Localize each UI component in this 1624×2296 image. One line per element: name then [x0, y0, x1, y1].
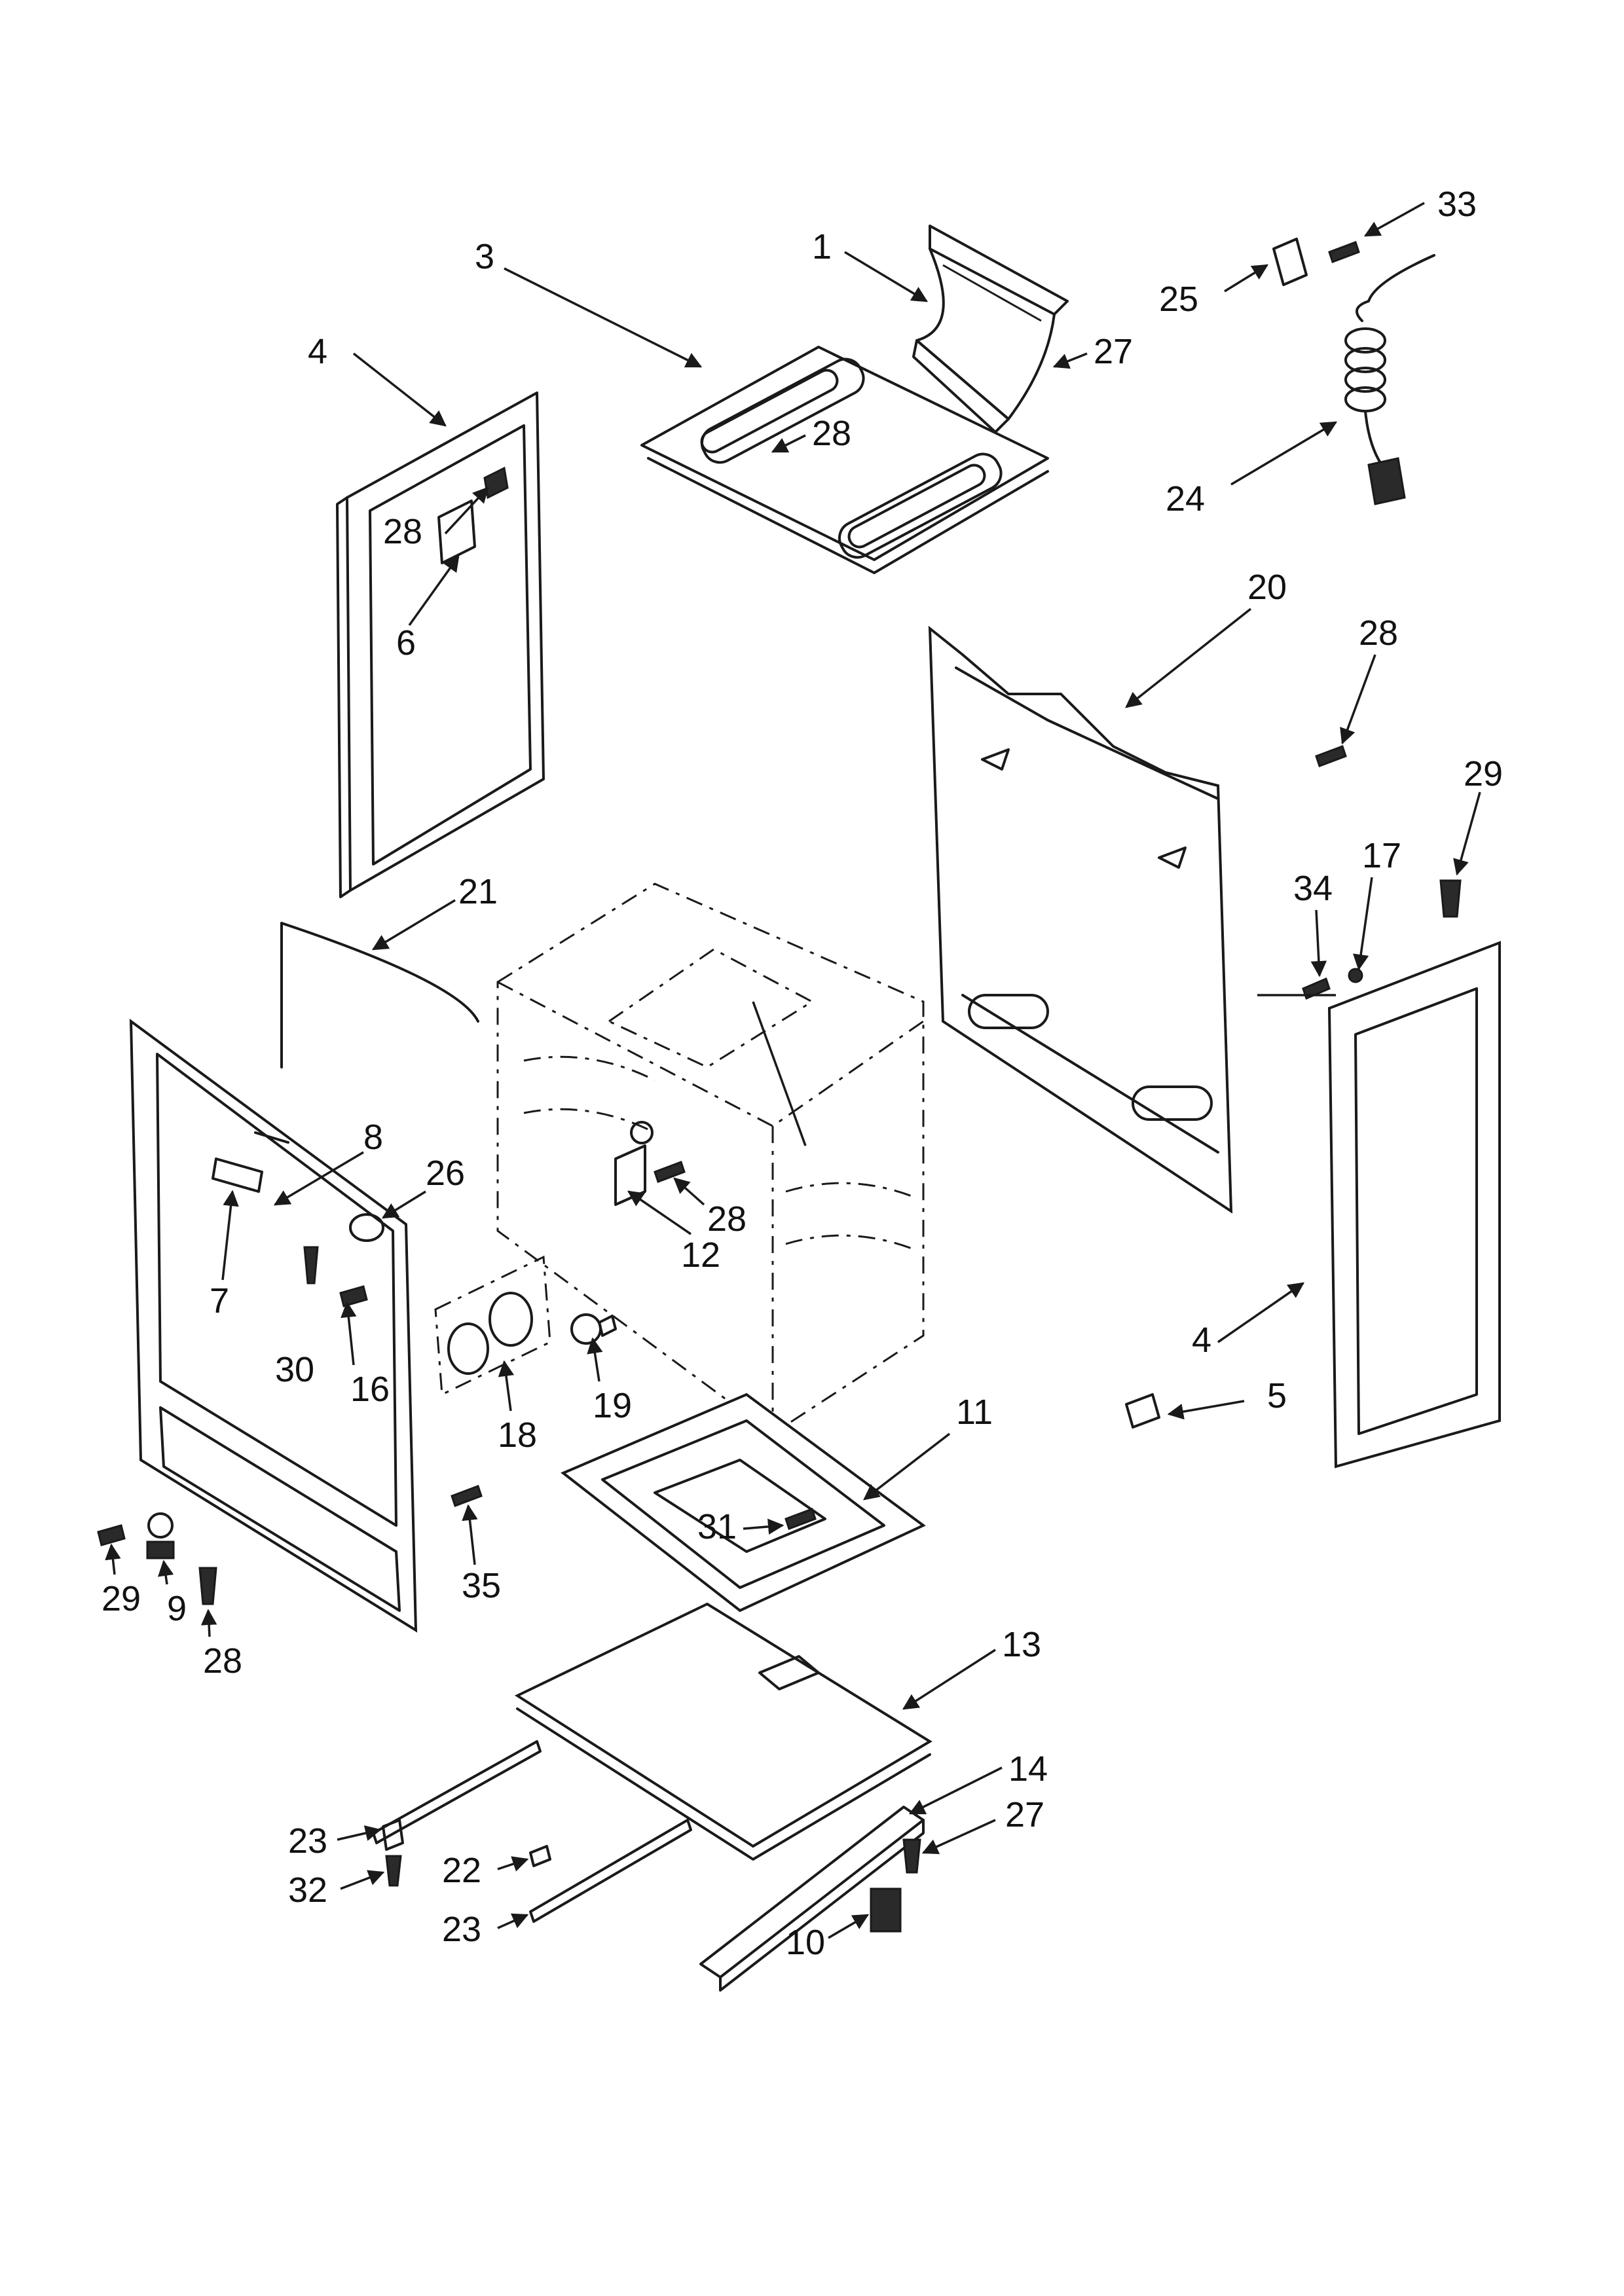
callout-4: 4 [308, 332, 327, 371]
part-32-screw [385, 1855, 402, 1887]
callout-18: 18 [498, 1415, 537, 1455]
callout-10: 10 [786, 1923, 825, 1962]
part-29-screw-top-right [1439, 879, 1462, 918]
part-4-left-side-panel [336, 392, 545, 898]
callout-23: 23 [442, 1910, 481, 1949]
callout-29: 29 [1464, 754, 1503, 793]
callout-25: 25 [1159, 280, 1198, 319]
part-11-oven-bottom [561, 1393, 926, 1613]
callout-16: 16 [350, 1370, 390, 1409]
callout-21: 21 [458, 872, 498, 911]
part-17-screw [1348, 968, 1363, 983]
callout-34: 34 [1293, 869, 1333, 908]
callout-1: 1 [812, 227, 832, 266]
part-18-knob-assembly [434, 1255, 551, 1396]
part-25-cord-bracket [1272, 238, 1308, 286]
part-5-clip [1125, 1393, 1160, 1429]
callout-30: 30 [275, 1350, 314, 1389]
part-8-front-frame [129, 1018, 418, 1633]
callout-35: 35 [462, 1566, 501, 1605]
part-13-bottom-panel [514, 1602, 932, 1861]
callout-9: 9 [167, 1589, 187, 1628]
part-20-rear-panel [928, 625, 1233, 1214]
callout-23: 23 [288, 1821, 327, 1861]
part-29-screw-bottom-left [97, 1524, 126, 1546]
callout-7: 7 [210, 1281, 229, 1321]
callout-19: 19 [593, 1386, 632, 1425]
callout-11: 11 [956, 1393, 993, 1432]
callout-32: 32 [288, 1870, 327, 1910]
part-31-screw [784, 1508, 817, 1530]
callout-28: 28 [1359, 613, 1398, 653]
callout-27: 27 [1094, 332, 1133, 371]
callout-14: 14 [1008, 1749, 1048, 1789]
part-26-plug [349, 1213, 384, 1242]
part-14-rail [699, 1806, 925, 1992]
part-21-gasket [280, 922, 479, 1068]
oven-cavity [496, 883, 925, 1435]
callout-24: 24 [1166, 479, 1205, 519]
part-27-screw-bottom [902, 1838, 921, 1874]
callout-20: 20 [1247, 568, 1287, 607]
part-22-clip [529, 1845, 551, 1867]
part-33-screw [1328, 241, 1360, 263]
leader-lines [105, 202, 1481, 1939]
part-28-screw-bracket [654, 1161, 686, 1183]
part-23-strip-lower [529, 1819, 692, 1923]
part-3-top-panel [640, 346, 1049, 574]
callout-31: 31 [697, 1507, 737, 1546]
callout-28: 28 [812, 414, 851, 453]
part-30-screw [303, 1246, 319, 1285]
callout-33: 33 [1437, 185, 1477, 224]
part-4-right-side-panel [1327, 941, 1501, 1468]
callout-27: 27 [1005, 1795, 1044, 1834]
part-10-leveling-leg [870, 1887, 902, 1933]
callout-labels: 1 3 4 27 28 28 6 25 33 24 20 28 29 21 34… [101, 185, 1503, 1962]
part-1-vent-duct [912, 225, 1069, 433]
callout-26: 26 [426, 1154, 465, 1193]
callout-17: 17 [1362, 836, 1401, 875]
part-24-power-cord [1344, 254, 1435, 505]
callout-6: 6 [396, 623, 416, 663]
part-28-screw-bottom-left [198, 1567, 217, 1605]
callout-28: 28 [383, 512, 422, 551]
part-28-screw-rear [1315, 745, 1347, 767]
callout-29: 29 [101, 1579, 141, 1618]
callout-13: 13 [1002, 1625, 1041, 1664]
part-19-light-bulb [570, 1313, 617, 1345]
callout-28: 28 [203, 1641, 242, 1681]
callout-12: 12 [681, 1235, 720, 1275]
part-23-strip-upper [372, 1740, 542, 1851]
part-6-bracket [437, 466, 509, 564]
callout-3: 3 [475, 237, 494, 276]
callout-22: 22 [442, 1851, 481, 1890]
part-9-leveling-leg [146, 1512, 175, 1559]
callout-5: 5 [1267, 1376, 1287, 1415]
callout-4: 4 [1192, 1321, 1211, 1360]
part-35-screw [451, 1485, 483, 1507]
callout-8: 8 [363, 1118, 383, 1157]
part-12-bracket [614, 1121, 654, 1206]
callout-28: 28 [707, 1199, 747, 1239]
